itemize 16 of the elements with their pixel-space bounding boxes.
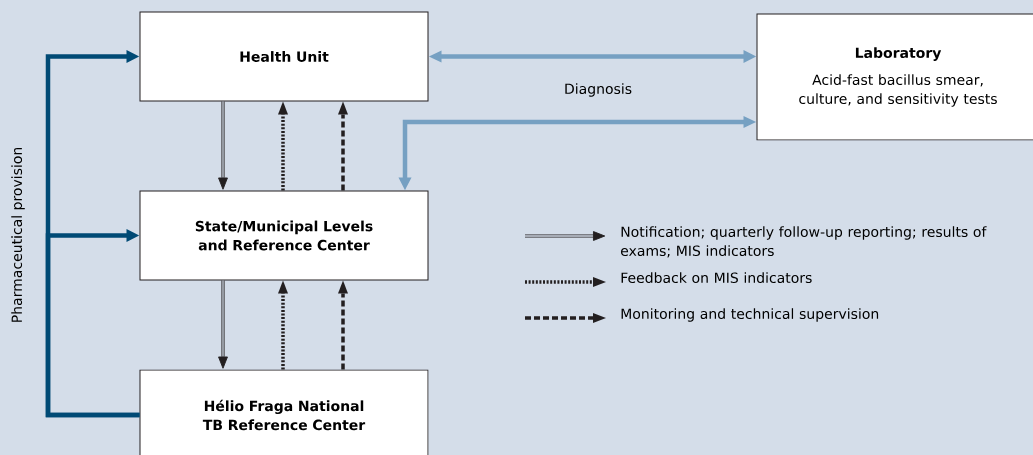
process-box: Health Unit [139, 11, 429, 102]
arrow [338, 280, 348, 370]
edge-label: Pharmaceutical provision [9, 144, 27, 326]
arrow [218, 279, 228, 369]
process-box: Laboratory Acid-fast bacillus smear, culture, and sensitivity tests [756, 13, 1033, 141]
arrow [45, 228, 140, 418]
arrow [218, 100, 228, 190]
arrow [278, 280, 288, 370]
arrow [338, 101, 348, 191]
arrow [278, 101, 288, 191]
process-box: Hélio Fraga National TB Reference Center [139, 369, 429, 455]
legend-text: Monitoring and technical supervision [621, 308, 879, 322]
legend-text: Feedback on MIS indicators [621, 272, 812, 284]
edge-label: Diagnosis [562, 81, 635, 99]
legend-text: Notification; quarterly follow-up reporting; results of exams; MIS indicators [621, 226, 987, 258]
process-box: State/Municipal Levels and Reference Center [139, 190, 429, 281]
